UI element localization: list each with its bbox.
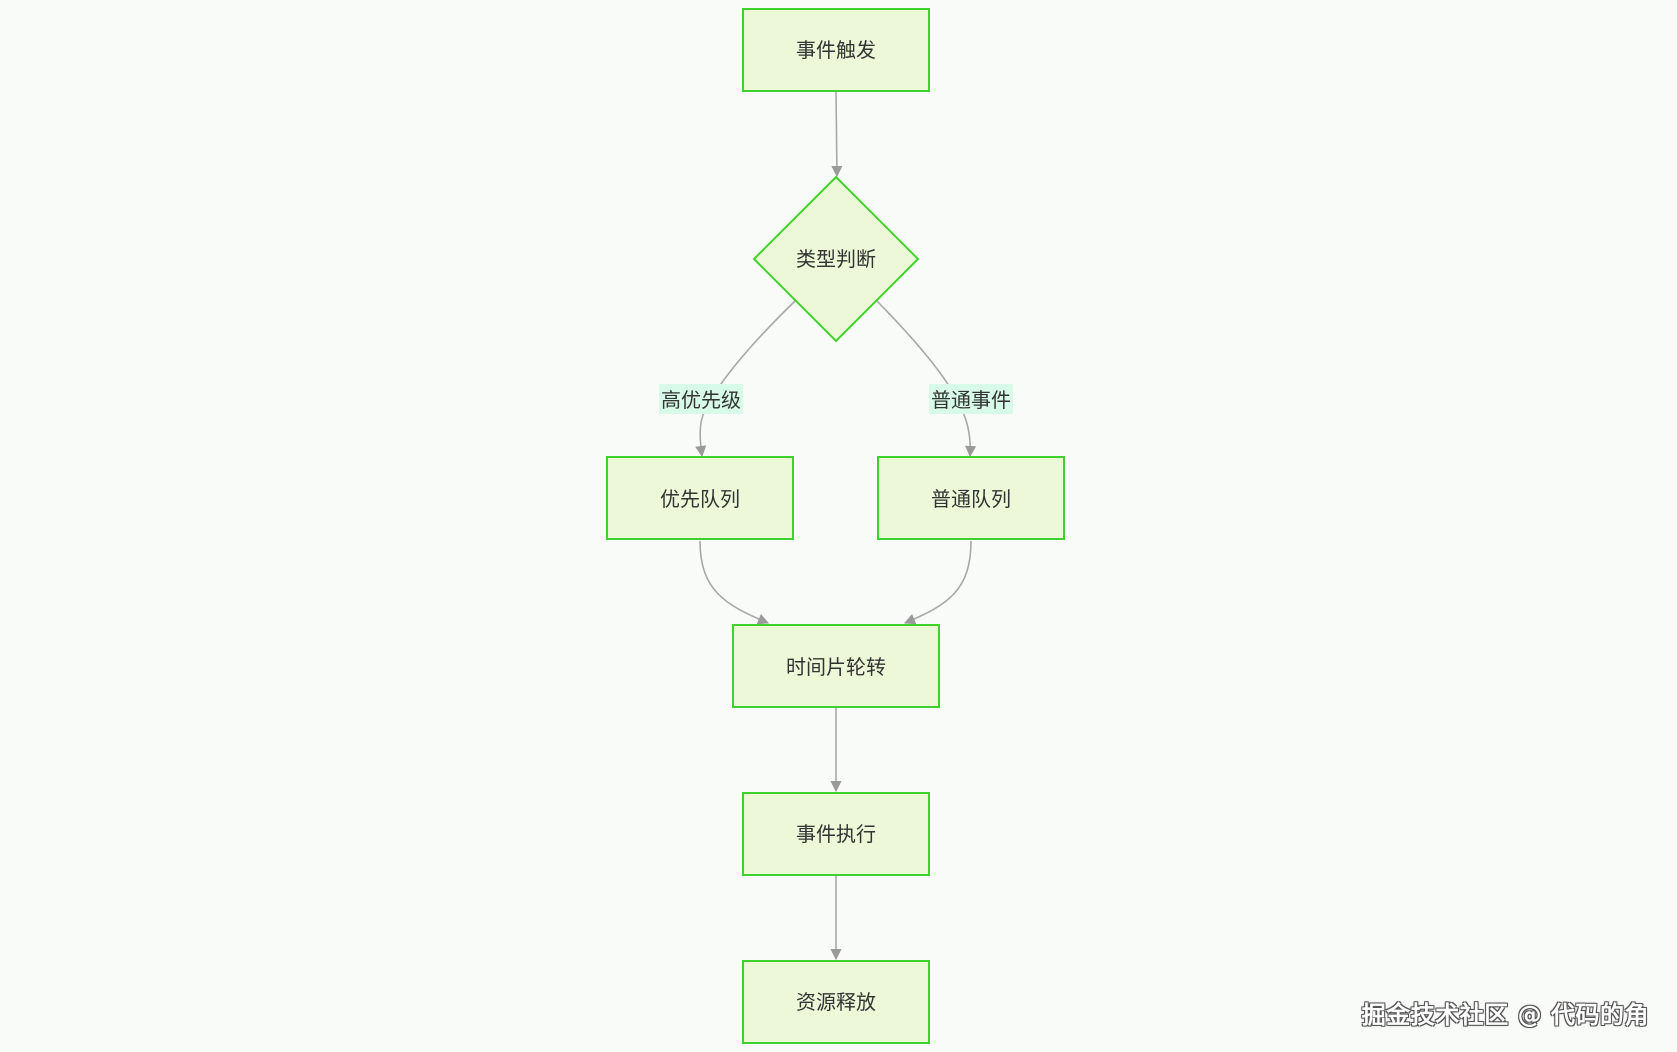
node-release-label: 资源释放 [796, 990, 876, 1014]
node-normal-queue: 普通队列 [877, 456, 1065, 540]
edge-trigger-to-type-check [831, 90, 843, 178]
node-trigger-label: 事件触发 [796, 38, 876, 62]
edge-type-check-to-normal-queue [876, 300, 977, 458]
edge-normal-queue-to-round-robin [903, 540, 972, 625]
edge-label-high-priority-text: 高优先级 [661, 388, 741, 412]
node-release: 资源释放 [742, 960, 930, 1044]
node-priority-queue-label: 优先队列 [660, 487, 740, 511]
edge-label-normal-event: 普通事件 [929, 384, 1013, 414]
node-round-robin: 时间片轮转 [732, 624, 940, 708]
edge-label-high-priority: 高优先级 [659, 384, 743, 414]
edge-type-check-to-priority-queue [695, 300, 796, 458]
node-type-check-label: 类型判断 [796, 247, 876, 271]
watermark: 掘金技术社区 @ 代码的角 [1361, 1001, 1649, 1029]
node-priority-queue: 优先队列 [606, 456, 794, 540]
edge-priority-queue-to-round-robin [699, 540, 770, 625]
node-round-robin-label: 时间片轮转 [786, 655, 886, 679]
node-trigger: 事件触发 [742, 8, 930, 92]
node-execute-label: 事件执行 [796, 822, 876, 846]
edge-label-normal-event-text: 普通事件 [931, 388, 1011, 412]
node-type-check: 类型判断 [752, 175, 920, 343]
node-execute: 事件执行 [742, 792, 930, 876]
node-normal-queue-label: 普通队列 [931, 487, 1011, 511]
